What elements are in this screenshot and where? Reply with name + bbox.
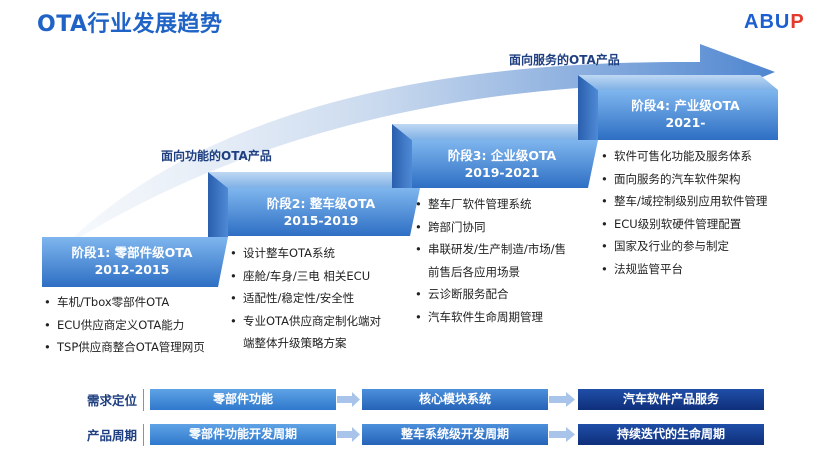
list-item: 车机/Tbox零部件OTA <box>44 291 205 314</box>
stage-1-box <box>42 237 228 287</box>
positioning-bar-3: 汽车软件产品服务 <box>578 389 764 410</box>
service-oriented-label: 面向服务的OTA产品 <box>509 53 620 67</box>
stage-4-box <box>598 90 778 140</box>
row-divider <box>143 389 144 411</box>
positioning-bar-1: 零部件功能 <box>150 389 336 410</box>
stage-2-top <box>208 172 420 188</box>
list-item: 汽车软件生命周期管理 <box>415 306 566 329</box>
stage-1-bullets: 车机/Tbox零部件OTAECU供应商定义OTA能力TSP供应商整合OTA管理网… <box>44 291 205 359</box>
list-item: 整车/域控制级别应用软件管理 <box>601 190 767 213</box>
list-item: 国家及行业的参与制定 <box>601 235 767 258</box>
lifecycle-bar-2: 整车系统级开发周期 <box>362 424 548 445</box>
stage-3-box <box>412 140 598 188</box>
growth-swoosh-arrow <box>60 44 775 250</box>
list-item: 面向服务的汽车软件架构 <box>601 168 767 191</box>
stage-4-riser <box>578 75 598 140</box>
stage-3-riser <box>392 124 412 188</box>
lifecycle-bar-1: 零部件功能开发周期 <box>150 424 336 445</box>
list-item: 整车厂软件管理系统 <box>415 193 566 216</box>
list-item: 设计整车OTA系统 <box>230 242 381 265</box>
list-item: ECU供应商定义OTA能力 <box>44 314 205 337</box>
list-item: 软件可售化功能及服务体系 <box>601 145 767 168</box>
list-item: TSP供应商整合OTA管理网页 <box>44 336 205 359</box>
page-title: OTA行业发展趋势 <box>37 12 223 37</box>
list-item: 法规监管平台 <box>601 258 767 281</box>
stage-2-riser <box>208 172 228 237</box>
abup-logo: ABUP <box>744 11 805 33</box>
list-item: 座舱/车身/三电 相关ECU <box>230 265 381 288</box>
stage-4-top <box>578 75 778 90</box>
list-item: ECU级别软硬件管理配置 <box>601 213 767 236</box>
stage-2-box <box>228 188 420 236</box>
row-label-lifecycle: 产品周期 <box>87 428 138 443</box>
list-item: 跨部门协同 <box>415 216 566 239</box>
lifecycle-bar-3: 持续迭代的生命周期 <box>578 424 764 445</box>
stage-3-top <box>392 124 598 140</box>
function-oriented-label: 面向功能的OTA产品 <box>161 149 272 163</box>
row-divider <box>143 424 144 446</box>
stage-2-bullets: 设计整车OTA系统座舱/车身/三电 相关ECU适配性/稳定性/安全性专业OTA供… <box>230 242 381 355</box>
row-label-positioning: 需求定位 <box>87 393 138 408</box>
list-item: 云诊断服务配合 <box>415 283 566 306</box>
positioning-bar-2: 核心模块系统 <box>362 389 548 410</box>
stage-3-bullets: 整车厂软件管理系统跨部门协同串联研发/生产制造/市场/售前售后各应用场景云诊断服… <box>415 193 566 328</box>
stage-4-bullets: 软件可售化功能及服务体系面向服务的汽车软件架构整车/域控制级别应用软件管理ECU… <box>601 145 767 280</box>
list-item: 适配性/稳定性/安全性 <box>230 287 381 310</box>
